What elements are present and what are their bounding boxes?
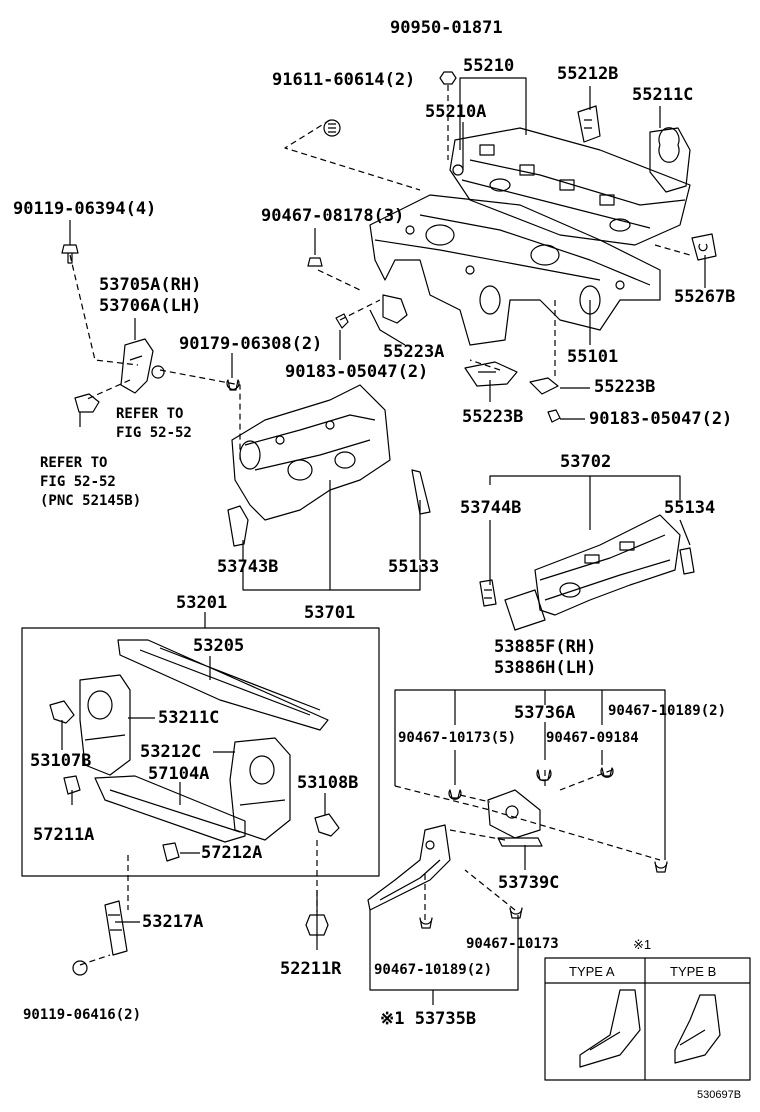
part-label: 90179-06308(2)	[179, 334, 323, 354]
part-label: 57211A	[33, 825, 95, 845]
part-label: 90467-09184	[546, 730, 639, 746]
part-label: 55223B	[462, 407, 524, 427]
part-label: 57104A	[148, 764, 210, 784]
part-label: 53743B	[217, 557, 279, 577]
bracket-55223B-right	[529, 377, 559, 395]
part-label: 53108B	[297, 773, 359, 793]
part-label: 53744B	[460, 498, 522, 518]
part-label: 90119-06394(4)	[13, 199, 157, 219]
part-label: 90950-01871	[390, 18, 503, 38]
hinge-53736A	[487, 789, 541, 839]
bracket-bolt	[151, 365, 165, 379]
type-box-mark: ※1	[633, 937, 652, 952]
part-label: 53212C	[140, 742, 202, 762]
bracket-53108B	[314, 813, 340, 837]
bracket-57211A	[63, 775, 81, 795]
part-label: 53701	[304, 603, 356, 623]
type-box	[544, 957, 751, 1081]
bracket-53744B	[479, 579, 497, 607]
refer-note: REFER TO	[116, 406, 184, 422]
part-label: 55134	[664, 498, 716, 518]
part-label: 53107B	[30, 751, 92, 771]
part-label: 90467-10189(2)	[374, 962, 493, 978]
clip-90183-left	[335, 313, 349, 329]
refer-note: (PNC 52145B)	[40, 493, 142, 509]
part-label: 55210A	[425, 102, 487, 122]
part-label: 53736A	[514, 703, 576, 723]
part-label: 53739C	[498, 873, 560, 893]
cowl-top-panel-55210	[449, 127, 691, 246]
part-label: 52211R	[280, 959, 342, 979]
part-label: 53211C	[158, 708, 220, 728]
bolt-90119-06416	[72, 960, 88, 976]
brace-53217A	[104, 900, 128, 956]
part-label: 90467-10173(5)	[398, 730, 517, 746]
nut-52211R	[305, 914, 329, 936]
part-label: 90467-10189(2)	[608, 703, 727, 719]
refer-note: FIG 52-52	[40, 474, 116, 490]
bracket-57212A	[162, 842, 180, 862]
part-label: 90183-05047(2)	[285, 362, 429, 382]
side-support-53212C	[229, 737, 291, 841]
fasteners-top	[61, 71, 457, 391]
bracket-55212B	[577, 105, 601, 143]
fender-apron-53702	[504, 514, 681, 631]
part-label: 91611-60614(2)	[272, 70, 416, 90]
part-label: 53702	[560, 452, 612, 472]
hood-lock-bracket-53705A	[120, 338, 154, 394]
bracket-55223B-left	[464, 361, 518, 387]
type-b-label: TYPE B	[670, 964, 717, 979]
dash-panel-55101	[369, 194, 661, 346]
part-label: 90467-08178(3)	[261, 206, 405, 226]
bracket-53743B	[227, 505, 249, 547]
part-label: 55211C	[632, 85, 694, 105]
leader-lines	[61, 77, 706, 1005]
type-a-label: TYPE A	[569, 964, 615, 979]
refer-note: FIG 52-52	[116, 425, 192, 441]
part-label: 55133	[388, 557, 440, 577]
figure-id: 530697B	[697, 1089, 742, 1101]
bracket-53107B	[49, 700, 75, 724]
part-label: 53706A(LH)	[99, 296, 202, 316]
support-group-box	[21, 627, 380, 877]
part-label: 55101	[567, 347, 619, 367]
refer-note: REFER TO	[40, 455, 108, 471]
part-label: 53886H(LH)	[494, 658, 597, 678]
clip-90183-right	[547, 409, 561, 423]
seal-53735B	[367, 824, 451, 911]
bracket-55134	[679, 547, 695, 575]
part-label: 90183-05047(2)	[589, 409, 733, 429]
part-label: ※1 53735B	[380, 1009, 477, 1029]
upper-support-53205	[117, 639, 329, 731]
bracket-55267B	[691, 233, 717, 261]
bracket-55223A	[382, 294, 408, 324]
clips-90467	[419, 767, 668, 929]
part-label: 53201	[176, 593, 228, 613]
seal-53739C	[497, 837, 543, 847]
bracket-55133	[411, 469, 431, 515]
part-label: 55210	[463, 56, 515, 76]
fender-apron-53701	[231, 384, 391, 521]
part-label: 53217A	[142, 912, 204, 932]
hood-lock	[74, 393, 100, 427]
part-label: 90119-06416(2)	[23, 1007, 142, 1023]
bracket-55211C	[649, 127, 691, 193]
part-label: 53205	[193, 636, 245, 656]
part-label: 90467-10173	[466, 936, 559, 952]
part-label: 57212A	[201, 843, 263, 863]
part-label: 53705A(RH)	[99, 275, 202, 295]
part-label: 55223A	[383, 342, 445, 362]
part-label: 55223B	[594, 377, 656, 397]
part-label: 55267B	[674, 287, 736, 307]
lower-support-57104A	[94, 775, 246, 843]
part-label: 55212B	[557, 64, 619, 84]
side-support-53211C	[79, 674, 131, 776]
part-label: 53885F(RH)	[494, 637, 597, 657]
